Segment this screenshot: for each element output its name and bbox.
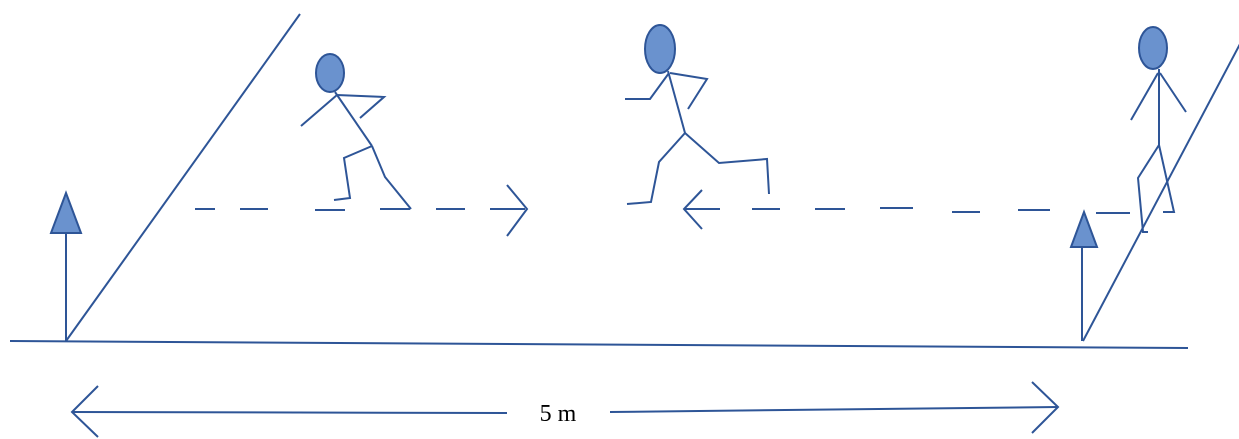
runner-1-head — [315, 53, 345, 93]
arrowhead-right-icon — [506, 184, 529, 237]
ground-line — [9, 340, 1189, 349]
right-cone-marker — [1069, 209, 1099, 341]
right-boundary-diagonal — [1082, 43, 1239, 342]
distance-line-left — [71, 411, 508, 414]
left-boundary-diagonal — [65, 13, 301, 342]
arrowhead-left-icon — [682, 189, 703, 230]
dashed-path-left — [684, 207, 1130, 214]
distance-arrowhead-right-icon — [1031, 381, 1060, 434]
distance-line-right — [609, 406, 1059, 413]
runner-3-head — [1138, 26, 1168, 70]
distance-arrowhead-left-icon — [70, 385, 99, 438]
runner-figure-3 — [1130, 26, 1187, 233]
left-cone-marker — [49, 190, 83, 341]
runner-figure-1 — [300, 53, 412, 210]
runner-figure-2 — [625, 24, 770, 205]
distance-label: 5 m — [540, 401, 577, 427]
left-cone-icon — [49, 190, 83, 234]
right-cone-icon — [1069, 209, 1099, 248]
runner-2-head — [644, 24, 676, 74]
dashed-path-right — [195, 208, 525, 211]
distance-dimension: 5 m — [70, 381, 1060, 438]
